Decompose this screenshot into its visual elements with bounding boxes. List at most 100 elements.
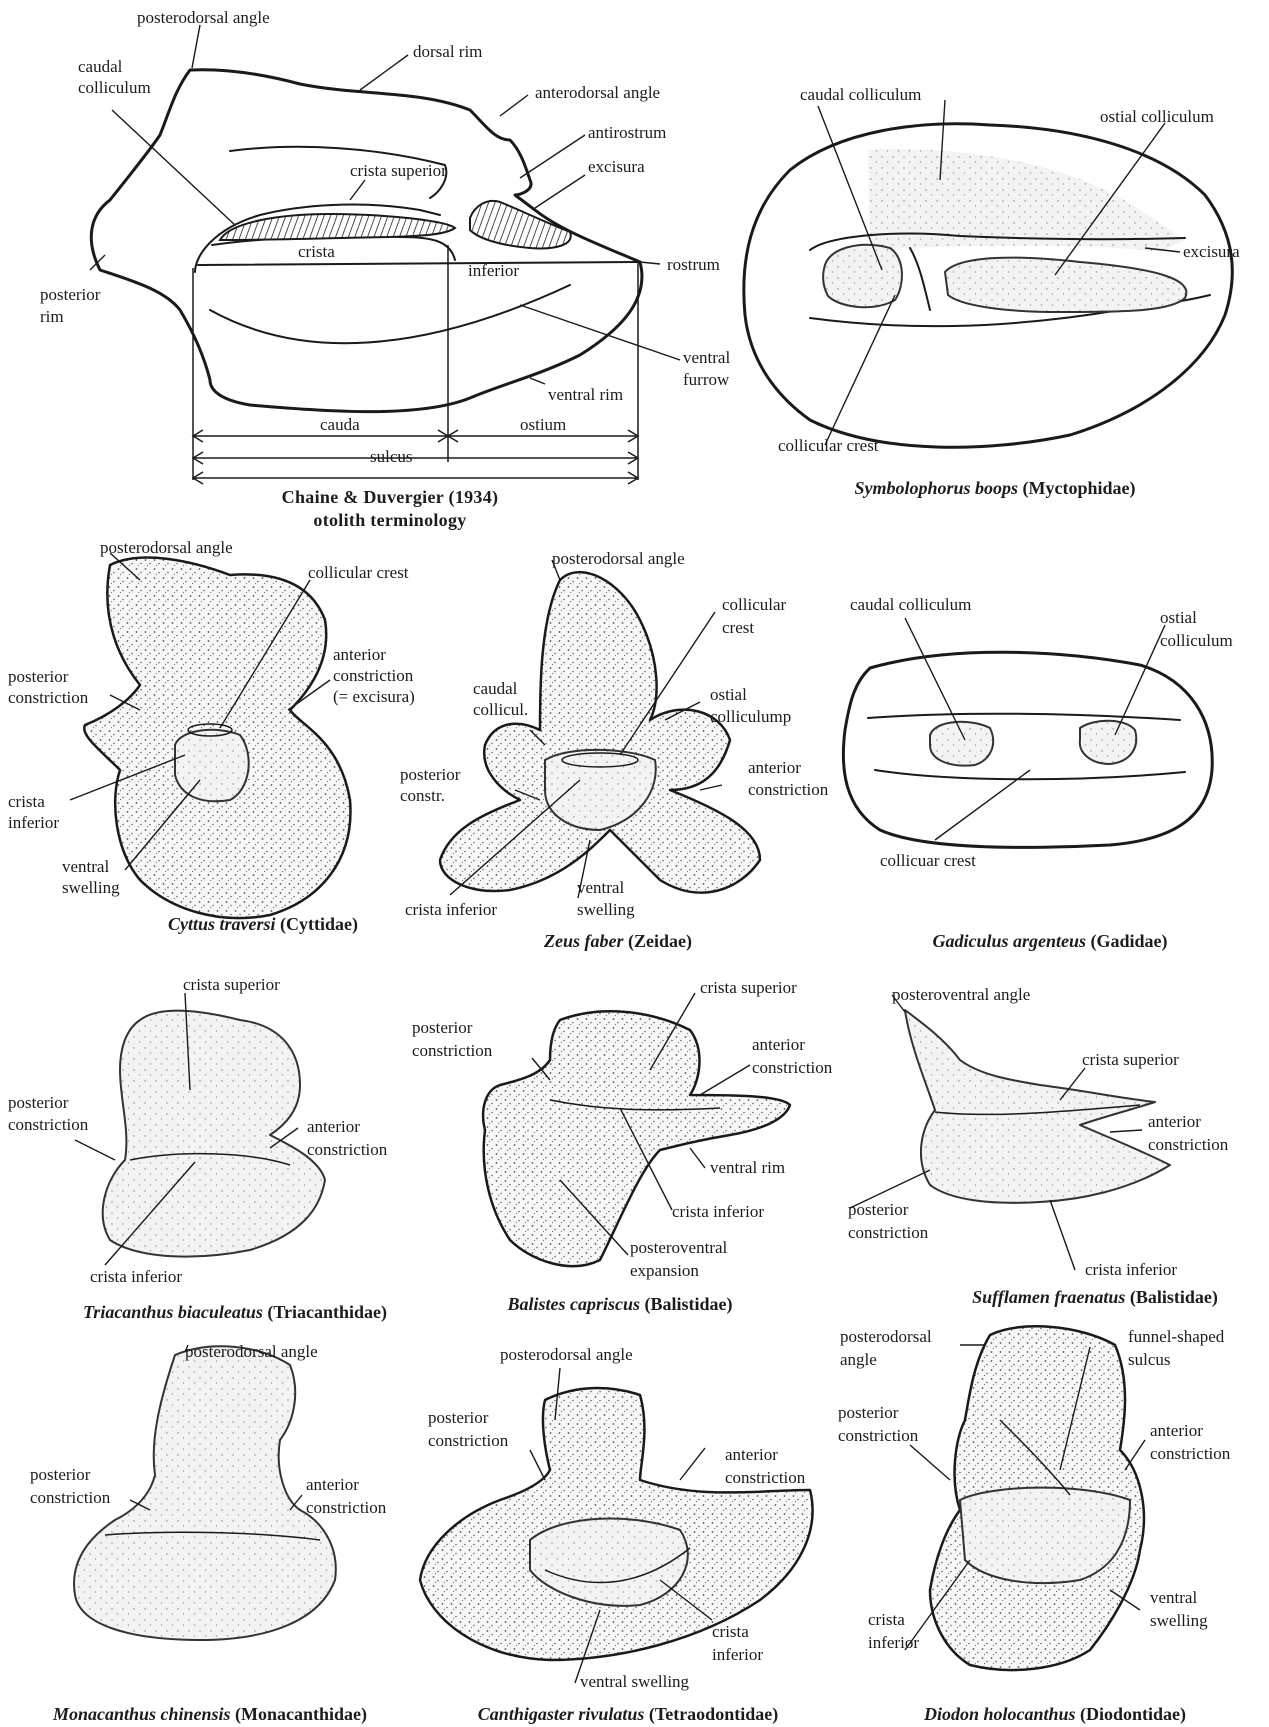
label-ventral-furrow-2: furrow (683, 370, 730, 389)
label-zeus-caudal-2: collicul. (473, 700, 528, 719)
caption-sufflamen: Sufflamen fraenatus (Balistidae) (972, 1287, 1218, 1308)
label-monacanthus-anterior-2: constriction (306, 1498, 387, 1517)
caption-species: Monacanthus chinensis (52, 1704, 231, 1724)
label-balistes-anterior-2: constriction (752, 1058, 833, 1077)
label-diodon-posterior-1: posterior (838, 1403, 899, 1422)
caption-species: Sufflamen fraenatus (972, 1287, 1125, 1307)
label-ventral-rim: ventral rim (548, 385, 623, 404)
label-canthigaster-anterior-1: anterior (725, 1445, 778, 1464)
label-posterior-rim-1: posterior (40, 285, 101, 304)
label-ostium: ostium (520, 415, 566, 434)
label-gadiculus-collicuar-crest: collicuar crest (880, 851, 976, 870)
label-triacanthus-crista-superior: crista superior (183, 975, 280, 994)
label-antirostrum: antirostrum (588, 123, 666, 142)
caption-species: Symbolophorus boops (854, 478, 1018, 498)
label-triacanthus-posterior-1: posterior (8, 1093, 69, 1112)
caption-gadiculus: Gadiculus argenteus (Gadidae) (932, 931, 1167, 952)
label-balistes-ventral-rim: ventral rim (710, 1158, 785, 1177)
label-triacanthus-posterior-2: constriction (8, 1115, 89, 1134)
caption-cyttus: Cyttus traversi (Cyttidae) (168, 914, 358, 935)
panel-gadiculus: caudal colliculum ostial colliculum coll… (843, 595, 1232, 952)
label-monacanthus-posterodorsal-angle: posterodorsal angle (185, 1342, 318, 1361)
label-zeus-ostial-1: ostial (710, 685, 747, 704)
caption-chaine-title: Chaine & Duvergier (1934) (282, 487, 499, 508)
label-crista: crista (298, 242, 335, 261)
caption-zeus: Zeus faber (Zeidae) (543, 931, 692, 952)
panel-cyttus: posterodorsal angle collicular crest pos… (8, 538, 415, 935)
caption-family: (Triacanthidae) (267, 1302, 387, 1323)
chaine-leaders (90, 25, 680, 384)
label-dorsal-rim: dorsal rim (413, 42, 482, 61)
panel-diodon: posterodorsal angle funnel-shaped sulcus… (838, 1326, 1231, 1725)
label-posterior-rim-2: rim (40, 307, 64, 326)
label-zeus-collicular-2: crest (722, 618, 754, 637)
label-excisura: excisura (588, 157, 645, 176)
caption-family: (Zeidae) (628, 931, 692, 952)
label-diodon-anterior-2: constriction (1150, 1444, 1231, 1463)
caption-family: (Tetraodontidae) (649, 1704, 778, 1725)
label-cyttus-posterior-2: constriction (8, 688, 89, 707)
caption-triacanthus: Triacanthus biaculeatus (Triacanthidae) (83, 1302, 387, 1323)
label-cyttus-crista-2: inferior (8, 813, 59, 832)
label-ventral-furrow-1: ventral (683, 348, 730, 367)
caption-family: (Myctophidae) (1023, 478, 1136, 499)
label-canthigaster-crista-2: inferior (712, 1645, 763, 1664)
label-cyttus-anterior-2: constriction (333, 666, 414, 685)
label-diodon-crista-2: inferior (868, 1633, 919, 1652)
label-caudal-colliculum-2: colliculum (78, 78, 151, 97)
label-zeus-anterior-1: anterior (748, 758, 801, 777)
label-gadiculus-caudal-colliculum: caudal colliculum (850, 595, 971, 614)
panel-chaine-duvergier: posterodorsal angle dorsal rim caudal co… (40, 8, 730, 530)
label-monacanthus-posterior-1: posterior (30, 1465, 91, 1484)
label-canthigaster-ventral-swelling: ventral swelling (580, 1672, 690, 1691)
label-canthigaster-posterior-2: constriction (428, 1431, 509, 1450)
label-zeus-anterior-2: constriction (748, 780, 829, 799)
label-diodon-posterior-2: constriction (838, 1426, 919, 1445)
label-cyttus-posterior-1: posterior (8, 667, 69, 686)
label-diodon-anterior-1: anterior (1150, 1421, 1203, 1440)
label-caudal-colliculum: caudal colliculum (800, 85, 921, 104)
caption-monacanthus: Monacanthus chinensis (Monacanthidae) (52, 1704, 367, 1725)
label-balistes-crista-superior: crista superior (700, 978, 797, 997)
label-inferior: inferior (468, 261, 519, 280)
label-sufflamen-posteroventral-angle: posteroventral angle (892, 985, 1030, 1004)
label-diodon-funnel-1: funnel-shaped (1128, 1327, 1225, 1346)
panel-balistes: crista superior posterior constriction a… (412, 978, 833, 1315)
label-triacanthus-anterior-1: anterior (307, 1117, 360, 1136)
panel-zeus: posterodorsal angle collicular crest cau… (400, 549, 829, 952)
label-balistes-posterior-2: constriction (412, 1041, 493, 1060)
caption-species: Canthigaster rivulatus (478, 1704, 645, 1724)
label-rostrum: rostrum (667, 255, 720, 274)
label-excisura-symbolophorus: excisura (1183, 242, 1240, 261)
panel-sufflamen: posteroventral angle crista superior ant… (848, 985, 1229, 1308)
label-diodon-posterodorsal-1: posterodorsal (840, 1327, 932, 1346)
label-diodon-ventral-1: ventral (1150, 1588, 1197, 1607)
label-sufflamen-crista-inferior: crista inferior (1085, 1260, 1177, 1279)
caption-canthigaster: Canthigaster rivulatus (Tetraodontidae) (478, 1704, 778, 1725)
caption-chaine-subtitle: otolith terminology (313, 510, 466, 530)
label-zeus-ostial-2: colliculump (710, 707, 791, 726)
label-zeus-posterior-2: constr. (400, 786, 445, 805)
caption-family: (Monacanthidae) (235, 1704, 367, 1725)
label-gadiculus-ostial-2: colliculum (1160, 631, 1233, 650)
label-triacanthus-anterior-2: constriction (307, 1140, 388, 1159)
label-cyttus-posterodorsal-angle: posterodorsal angle (100, 538, 233, 557)
label-cyttus-crista-1: crista (8, 792, 45, 811)
label-zeus-ventral-2: swelling (577, 900, 635, 919)
label-anterodorsal-angle: anterodorsal angle (535, 83, 660, 102)
caption-diodon: Diodon holocanthus (Diodontidae) (923, 1704, 1186, 1725)
label-zeus-ventral-1: ventral (577, 878, 624, 897)
caption-balistes: Balistes capriscus (Balistidae) (506, 1294, 732, 1315)
label-triacanthus-crista-inferior: crista inferior (90, 1267, 182, 1286)
panel-triacanthus: crista superior posterior constriction a… (8, 975, 388, 1323)
label-sufflamen-anterior-2: constriction (1148, 1135, 1229, 1154)
caption-species: Triacanthus biaculeatus (83, 1302, 263, 1322)
label-caudal-colliculum-1: caudal (78, 57, 123, 76)
caption-species: Cyttus traversi (168, 914, 276, 934)
label-zeus-collicular-1: collicular (722, 595, 787, 614)
label-zeus-posterodorsal-angle: posterodorsal angle (552, 549, 685, 568)
label-sufflamen-anterior-1: anterior (1148, 1112, 1201, 1131)
caption-species: Balistes capriscus (506, 1294, 640, 1314)
panel-canthigaster: posterodorsal angle posterior constricti… (420, 1345, 813, 1725)
